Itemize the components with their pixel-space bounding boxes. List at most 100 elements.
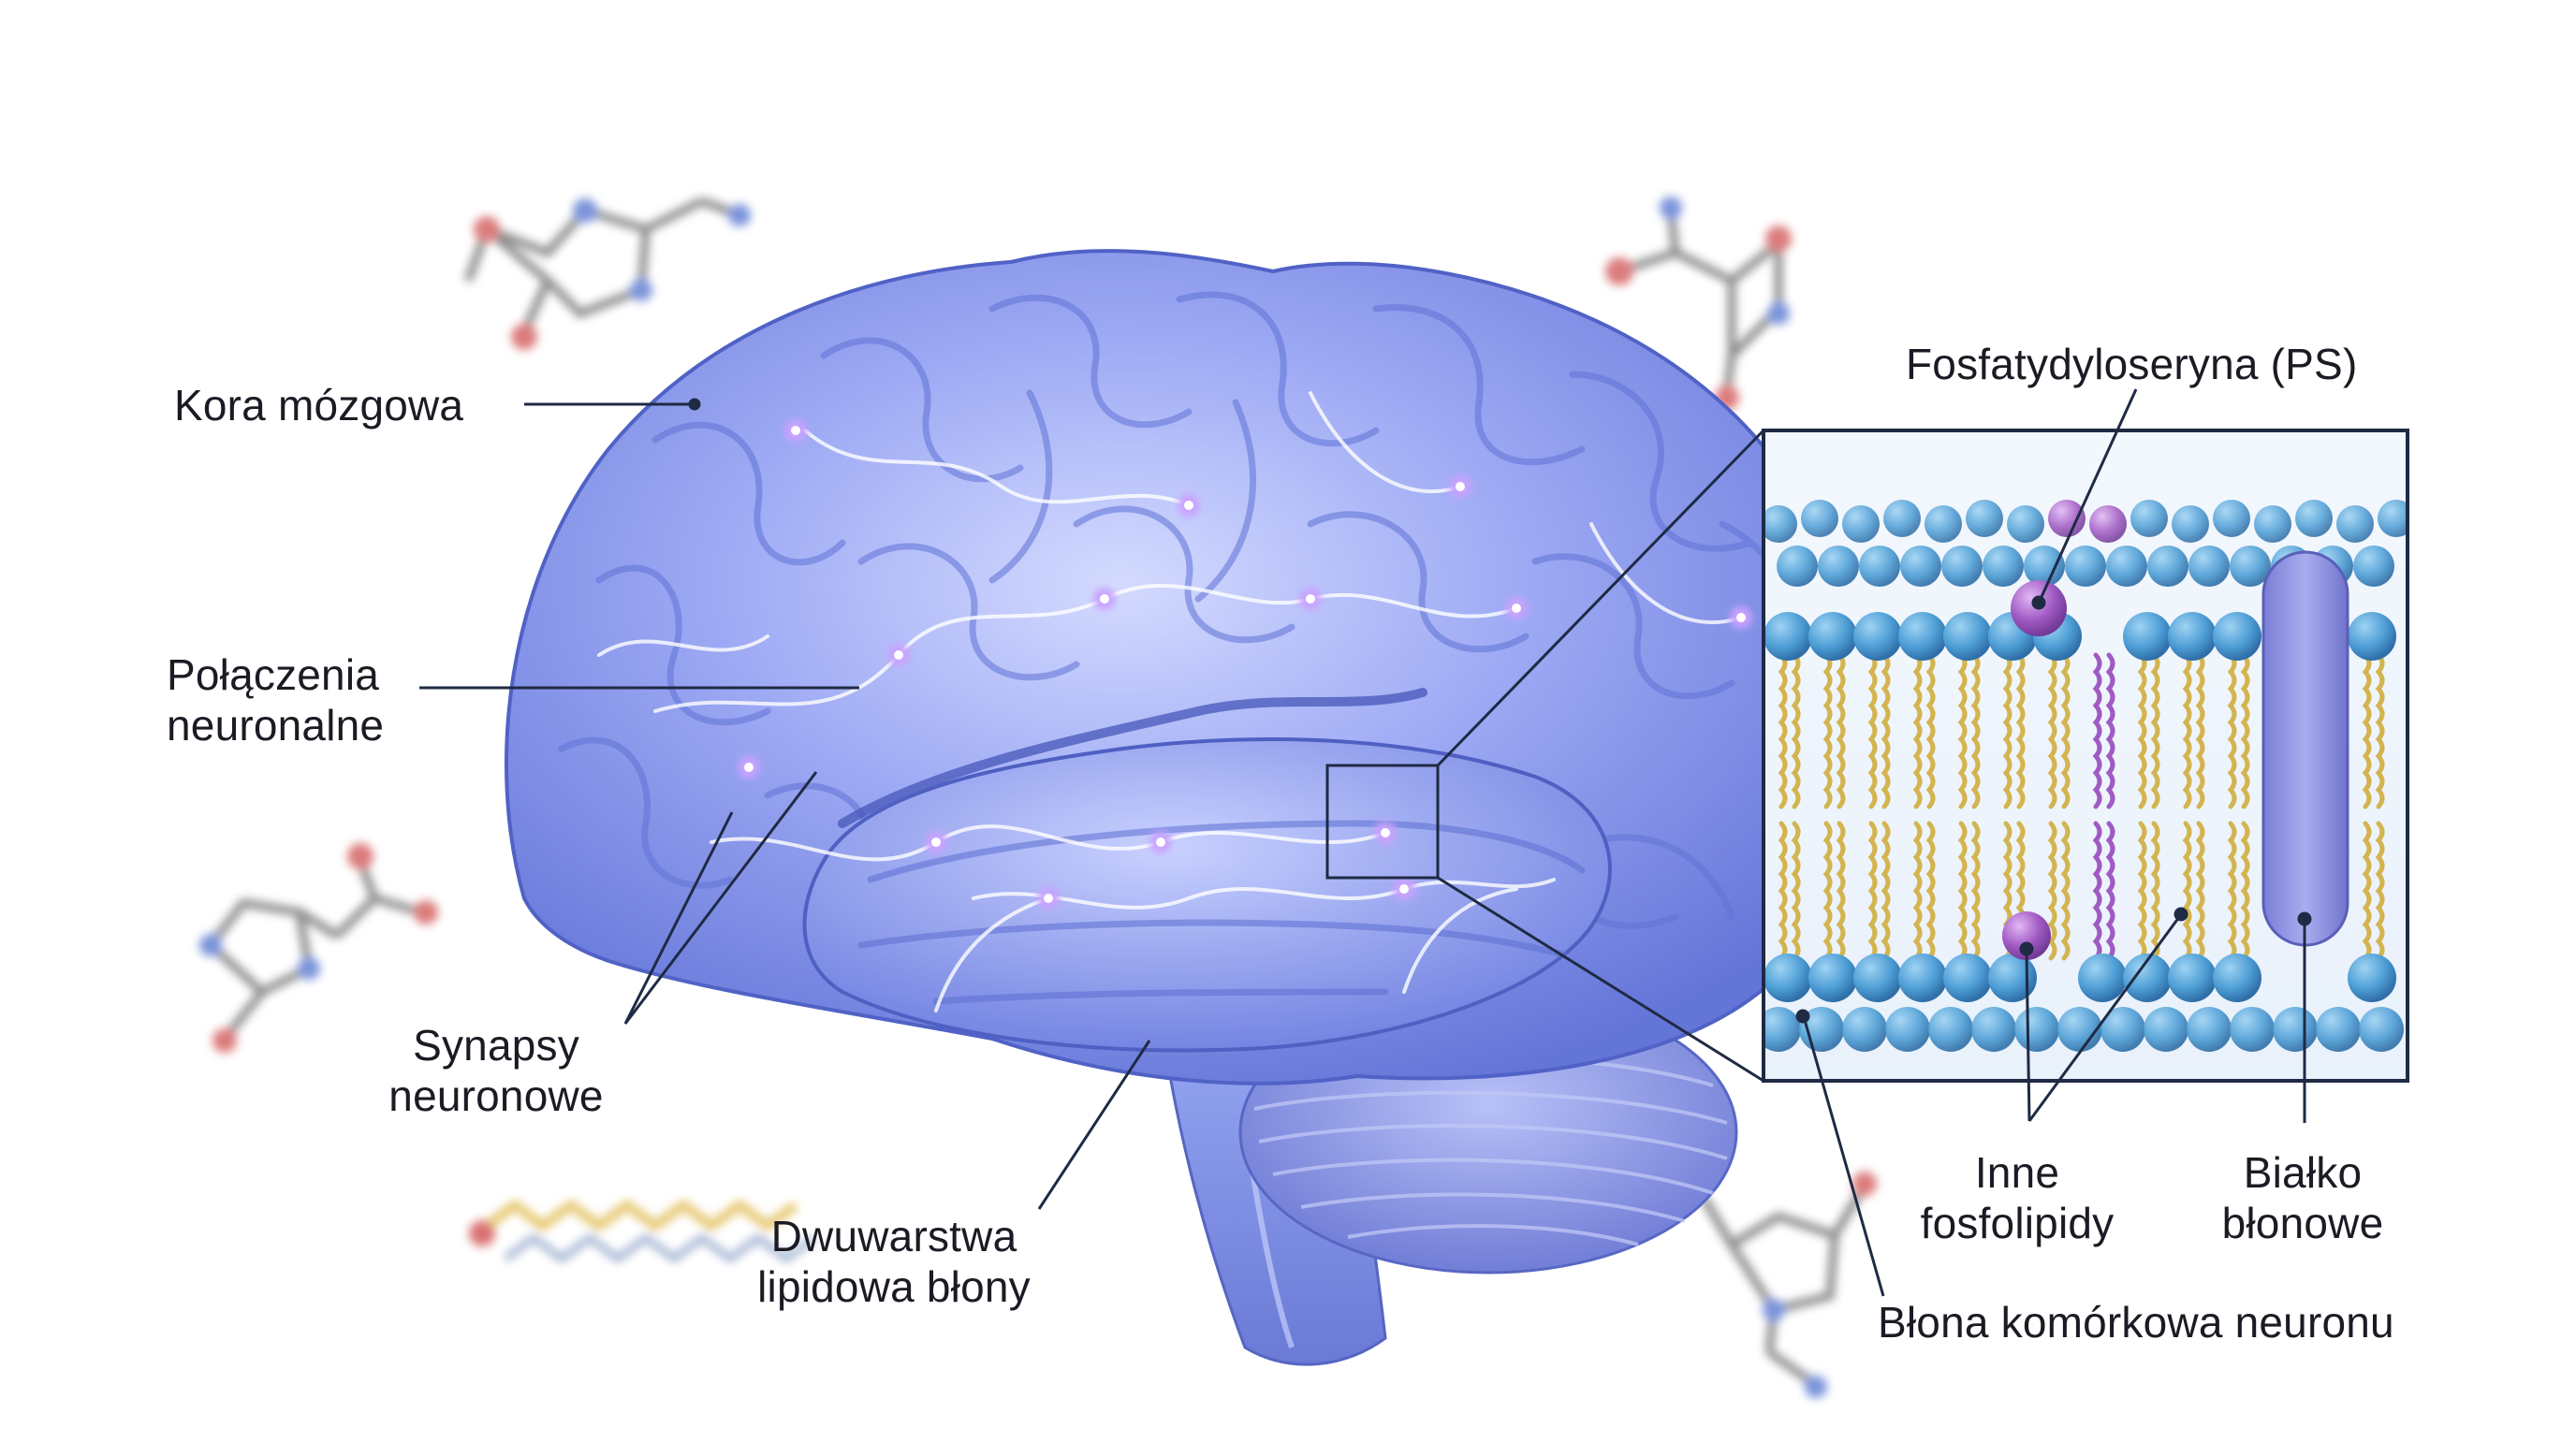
lipid-tail — [2150, 652, 2160, 809]
lipid-head-back — [2254, 505, 2291, 543]
label-phosphatidylserine: Fosfatydyloseryna (PS) — [1906, 340, 2358, 388]
lipid-head-mid — [2353, 546, 2394, 587]
lipid-head-back — [2007, 505, 2044, 543]
lipid-head-mid — [1941, 546, 1983, 587]
lipid-tail — [2150, 821, 2160, 961]
lipid-tail — [2182, 821, 2192, 961]
lipid-head — [1988, 954, 2037, 1002]
phospholipid-head-lower — [2002, 911, 2051, 960]
lipid-tail — [1925, 821, 1936, 961]
lipid-head-back — [2130, 500, 2168, 537]
lipid-head-mid — [2024, 546, 2065, 587]
cerebrum — [504, 249, 1874, 1085]
lipid-tail — [1778, 821, 1788, 961]
lipid-head-lower-front — [2273, 1007, 2318, 1052]
lipid-tail — [2137, 821, 2147, 961]
lipid-head-mid — [1983, 546, 2024, 587]
lipid-tail — [2240, 821, 2250, 961]
lipid-tail — [2362, 652, 2372, 809]
lipid-head-back — [2378, 500, 2408, 537]
zoom-box — [1325, 764, 1440, 880]
label-neuron-cell-membrane: Błona komórkowa neuronu — [1878, 1298, 2394, 1347]
lipid-head-lower-front — [2316, 1007, 2361, 1052]
lipid-tail — [2002, 652, 2012, 809]
lipid-head-mid — [1900, 546, 1941, 587]
lipid-head — [1898, 612, 1947, 661]
molecule-icon — [199, 843, 438, 1053]
lipid-head — [2213, 954, 2261, 1002]
lipid-tail — [1925, 652, 1936, 809]
lipid-tail — [1822, 652, 1833, 809]
lipid-head-mid — [1859, 546, 1900, 587]
lipid-head-lower-front — [1764, 1007, 1801, 1052]
ps-head-back — [2089, 505, 2127, 543]
lipid-tail — [1867, 821, 1878, 961]
lipid-head-back — [2336, 505, 2374, 543]
lipid-tail — [1791, 821, 1801, 961]
lipid-tail — [1957, 652, 1968, 809]
lipid-head-back — [1966, 500, 2003, 537]
lipid-head — [1764, 954, 1812, 1002]
lipid-head — [2168, 612, 2217, 661]
lipid-tail — [1836, 821, 1846, 961]
lipid-head-mid — [2147, 546, 2188, 587]
lipid-head-lower-front — [1971, 1007, 2016, 1052]
lipid-tail — [2092, 652, 2102, 809]
lipid-tail — [1881, 821, 1891, 961]
lipid-head — [2123, 612, 2172, 661]
lipid-head — [2213, 612, 2261, 661]
lipid-head-back — [2295, 500, 2333, 537]
lipid-tail — [2375, 821, 2385, 961]
lipid-tail — [1970, 821, 1981, 961]
lipid-head — [2348, 954, 2396, 1002]
lipid-head-back — [1883, 500, 1921, 537]
label-cortex: Kora mózgowa — [174, 381, 464, 430]
lipid-tail — [2195, 652, 2205, 809]
lipid-tail — [2047, 821, 2057, 961]
lipid-head — [1764, 612, 1812, 661]
synapse-sparks — [738, 419, 1752, 910]
lipid-head-lower-front — [2230, 1007, 2275, 1052]
lipid-tail — [2227, 821, 2237, 961]
lipid-head-back — [1842, 505, 1880, 543]
label-other-phospholipids: Inne fosfolipidy — [1920, 1148, 2115, 1247]
lipid-head-lower-front — [1928, 1007, 1973, 1052]
lipid-head — [1808, 954, 1857, 1002]
lipid-head-back — [2213, 500, 2250, 537]
lipid-head-mid — [1777, 546, 1818, 587]
lipid-tail — [1867, 652, 1878, 809]
lipid-head — [1898, 954, 1947, 1002]
label-neural-connections: Połączenia neuronalne — [167, 650, 385, 750]
lipid-tail — [2105, 652, 2115, 809]
lipid-head-back — [1801, 500, 1838, 537]
lipid-head-mid — [2230, 546, 2271, 587]
lipid-tail — [2195, 821, 2205, 961]
lipid-tail — [2227, 652, 2237, 809]
lipid-head-back — [1925, 505, 1962, 543]
lipid-tail — [2105, 821, 2115, 961]
lipid-head-lower-front — [2057, 1007, 2102, 1052]
lipid-tail — [2015, 652, 2026, 809]
lipid-tail — [1791, 652, 1801, 809]
label-lipid-bilayer: Dwuwarstwa lipidowa błony — [757, 1212, 1031, 1311]
zoom-connector-bottom — [1437, 876, 1764, 1083]
lipid-head — [1943, 954, 1992, 1002]
lipid-tail — [2060, 652, 2071, 809]
zoom-connector-top — [1436, 429, 1765, 767]
molecule-icon — [463, 197, 751, 350]
ps-head-back — [2048, 500, 2086, 537]
lipid-head — [2348, 612, 2396, 661]
lipid-head — [1853, 954, 1902, 1002]
lipid-head-back — [1764, 505, 1797, 543]
lipid-head-back — [2172, 505, 2209, 543]
lipid-head — [2078, 954, 2127, 1002]
lipid-head — [1943, 612, 1992, 661]
lipid-head-lower-front — [1885, 1007, 1930, 1052]
lipid-head — [2168, 954, 2217, 1002]
lipid-head — [1808, 612, 1857, 661]
label-membrane-protein: Białko błonowe — [2221, 1148, 2384, 1247]
lipid-head-lower-front — [1842, 1007, 1887, 1052]
lipid-tail — [1836, 652, 1846, 809]
lipid-tail — [2240, 652, 2250, 809]
